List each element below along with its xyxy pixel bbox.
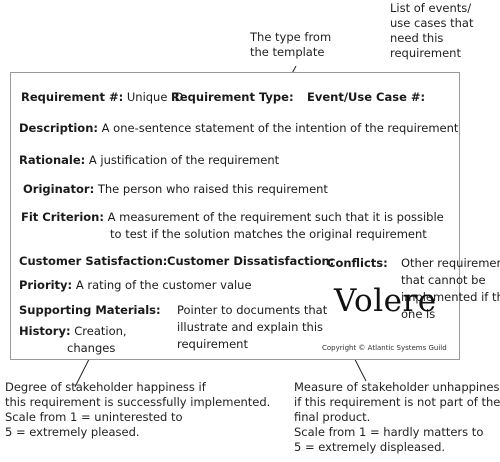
satisfaction-note-line: Degree of stakeholder happiness if bbox=[5, 380, 206, 394]
dissatisfaction-annotation: Measure of stakeholder unhappiness if th… bbox=[294, 380, 500, 455]
conflicts-label: Conflicts: bbox=[327, 256, 388, 270]
satisfaction-annotation: Degree of stakeholder happiness if this … bbox=[5, 380, 270, 440]
events-annotation: List of events/ use cases that need this… bbox=[390, 1, 473, 61]
originator-field: Originator: The person who raised this r… bbox=[23, 181, 328, 198]
requirement-number-value: Unique ID bbox=[126, 90, 184, 104]
supporting-materials-value: Pointer to documents that illustrate and… bbox=[177, 302, 327, 353]
requirement-type-label: Requirement Type: bbox=[171, 90, 294, 104]
conflicts-field: Conflicts: bbox=[327, 255, 388, 272]
supporting-materials-line: illustrate and explain this bbox=[177, 320, 324, 334]
history-field: History: Creation, bbox=[19, 323, 127, 340]
fit-criterion-continuation: to test if the solution matches the orig… bbox=[110, 227, 427, 241]
copyright-text: Copyright © Atlantic Systems Guild bbox=[322, 344, 447, 352]
supporting-materials-label: Supporting Materials: bbox=[19, 303, 161, 317]
customer-satisfaction-field: Customer Satisfaction: bbox=[19, 253, 167, 270]
supporting-materials-field: Supporting Materials: bbox=[19, 302, 161, 319]
fit-criterion-field: Fit Criterion: A measurement of the requ… bbox=[21, 209, 444, 226]
event-use-case-label: Event/Use Case #: bbox=[307, 90, 426, 104]
customer-dissatisfaction-field: Customer Dissatisfaction: bbox=[167, 253, 334, 270]
description-label: Description: bbox=[19, 121, 98, 135]
events-note-line: requirement bbox=[390, 46, 461, 60]
originator-label: Originator: bbox=[23, 182, 95, 196]
conflicts-value-line: one is bbox=[401, 307, 436, 321]
dissatisfaction-note-line: Scale from 1 = hardly matters to bbox=[294, 425, 484, 439]
supporting-materials-line: requirement bbox=[177, 337, 248, 351]
rationale-field: Rationale: A justification of the requir… bbox=[19, 152, 279, 169]
events-note-line: need this bbox=[390, 31, 444, 45]
events-note-line: List of events/ bbox=[390, 1, 472, 15]
supporting-materials-line: Pointer to documents that bbox=[177, 303, 328, 317]
originator-value: The person who raised this requirement bbox=[97, 182, 328, 196]
requirement-type-field: Requirement Type: bbox=[171, 89, 294, 106]
rationale-label: Rationale: bbox=[19, 153, 86, 167]
rationale-value: A justification of the requirement bbox=[88, 153, 280, 167]
history-value-line: Creation, bbox=[74, 324, 127, 338]
satisfaction-note-line: Scale from 1 = uninterested to bbox=[5, 410, 183, 424]
dissatisfaction-note-line: 5 = extremely displeased. bbox=[294, 440, 446, 454]
priority-label: Priority: bbox=[19, 278, 73, 292]
satisfaction-note-line: this requirement is successfully impleme… bbox=[5, 395, 271, 409]
type-annotation: The type from the template bbox=[250, 30, 331, 60]
requirement-shell-card: Requirement #: Unique ID Requirement Typ… bbox=[10, 72, 500, 360]
dissatisfaction-note-line: final product. bbox=[294, 410, 371, 424]
event-use-case-field: Event/Use Case #: bbox=[307, 89, 425, 106]
volere-logo: Volere bbox=[334, 283, 437, 319]
requirement-number-field: Requirement #: Unique ID bbox=[21, 89, 183, 106]
requirement-number-label: Requirement #: bbox=[21, 90, 124, 104]
priority-field: Priority: A rating of the customer value bbox=[19, 277, 252, 294]
description-field: Description: A one-sentence statement of… bbox=[19, 120, 458, 137]
dissatisfaction-note-line: Measure of stakeholder unhappiness bbox=[294, 380, 500, 394]
type-note-line: The type from bbox=[250, 30, 332, 44]
customer-dissatisfaction-label: Customer Dissatisfaction: bbox=[167, 254, 335, 268]
events-note-line: use cases that bbox=[390, 16, 474, 30]
description-value: A one-sentence statement of the intentio… bbox=[101, 121, 459, 135]
conflicts-value-line: implemented if this bbox=[401, 290, 500, 304]
type-note-line: the template bbox=[250, 45, 325, 59]
fit-criterion-label: Fit Criterion: bbox=[21, 210, 104, 224]
customer-satisfaction-label: Customer Satisfaction: bbox=[19, 254, 168, 268]
conflicts-value-line: that cannot be bbox=[401, 273, 486, 287]
history-label: History: bbox=[19, 324, 71, 338]
priority-value: A rating of the customer value bbox=[75, 278, 252, 292]
fit-criterion-value: A measurement of the requirement such th… bbox=[107, 210, 444, 224]
dissatisfaction-note-line: if this requirement is not part of the bbox=[294, 395, 500, 409]
satisfaction-note-line: 5 = extremely pleased. bbox=[5, 425, 140, 439]
history-value-line: changes bbox=[67, 341, 116, 355]
